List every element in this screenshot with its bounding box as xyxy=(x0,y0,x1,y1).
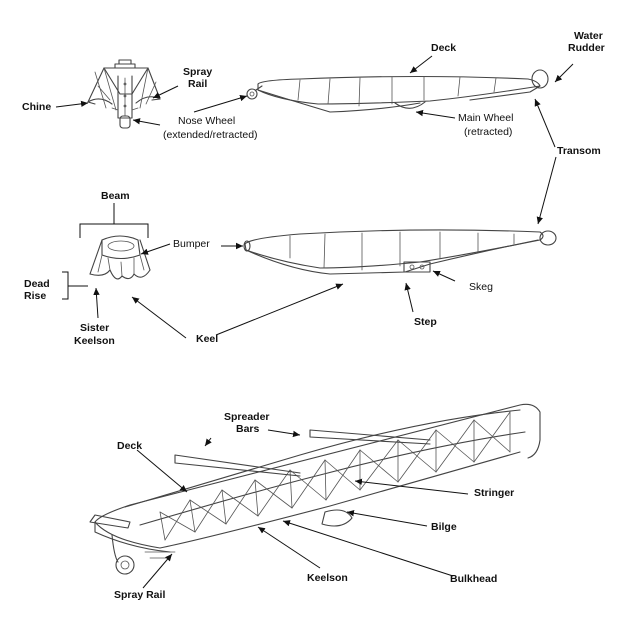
label-main-wheel-2: (retracted) xyxy=(464,126,512,138)
label-spreader-bars-1: Spreader xyxy=(224,411,270,423)
label-skeg: Skeg xyxy=(469,281,493,293)
structure-cutaway-drawing xyxy=(89,403,541,575)
label-transom: Transom xyxy=(557,145,601,157)
side-view-step-drawing xyxy=(243,229,557,275)
leader-lines xyxy=(55,55,574,589)
label-spray-rail-top-1: Spray xyxy=(183,66,212,78)
label-bilge: Bilge xyxy=(431,521,457,533)
label-spray-rail-bottom: Spray Rail xyxy=(114,589,165,601)
label-bulkhead: Bulkhead xyxy=(450,573,497,585)
label-nose-wheel-2: (extended/retracted) xyxy=(163,129,258,141)
label-deck-bottom: Deck xyxy=(117,440,142,452)
label-nose-wheel-1: Nose Wheel xyxy=(178,115,235,127)
label-spray-rail-top-2: Rail xyxy=(188,78,207,90)
label-deck-top: Deck xyxy=(431,42,456,54)
label-main-wheel-1: Main Wheel xyxy=(458,112,513,124)
side-view-wheels-drawing xyxy=(246,69,549,113)
bow-view-drawing xyxy=(89,235,151,280)
label-sister-keelson-2: Keelson xyxy=(74,335,115,347)
label-spreader-bars-2: Bars xyxy=(236,423,260,435)
label-bumper: Bumper xyxy=(173,238,210,250)
label-stringer: Stringer xyxy=(474,487,514,499)
label-beam: Beam xyxy=(101,190,130,202)
label-water-rudder-1: Water xyxy=(574,30,603,42)
label-keel: Keel xyxy=(196,333,218,345)
label-dead-rise-1: Dead xyxy=(24,278,50,290)
label-keelson: Keelson xyxy=(307,572,348,584)
label-water-rudder-2: Rudder xyxy=(568,42,605,54)
label-dead-rise-2: Rise xyxy=(24,290,46,302)
label-step: Step xyxy=(414,316,437,328)
front-view-drawing xyxy=(87,59,161,129)
label-sister-keelson-1: Sister xyxy=(80,322,109,334)
label-chine: Chine xyxy=(22,101,51,113)
